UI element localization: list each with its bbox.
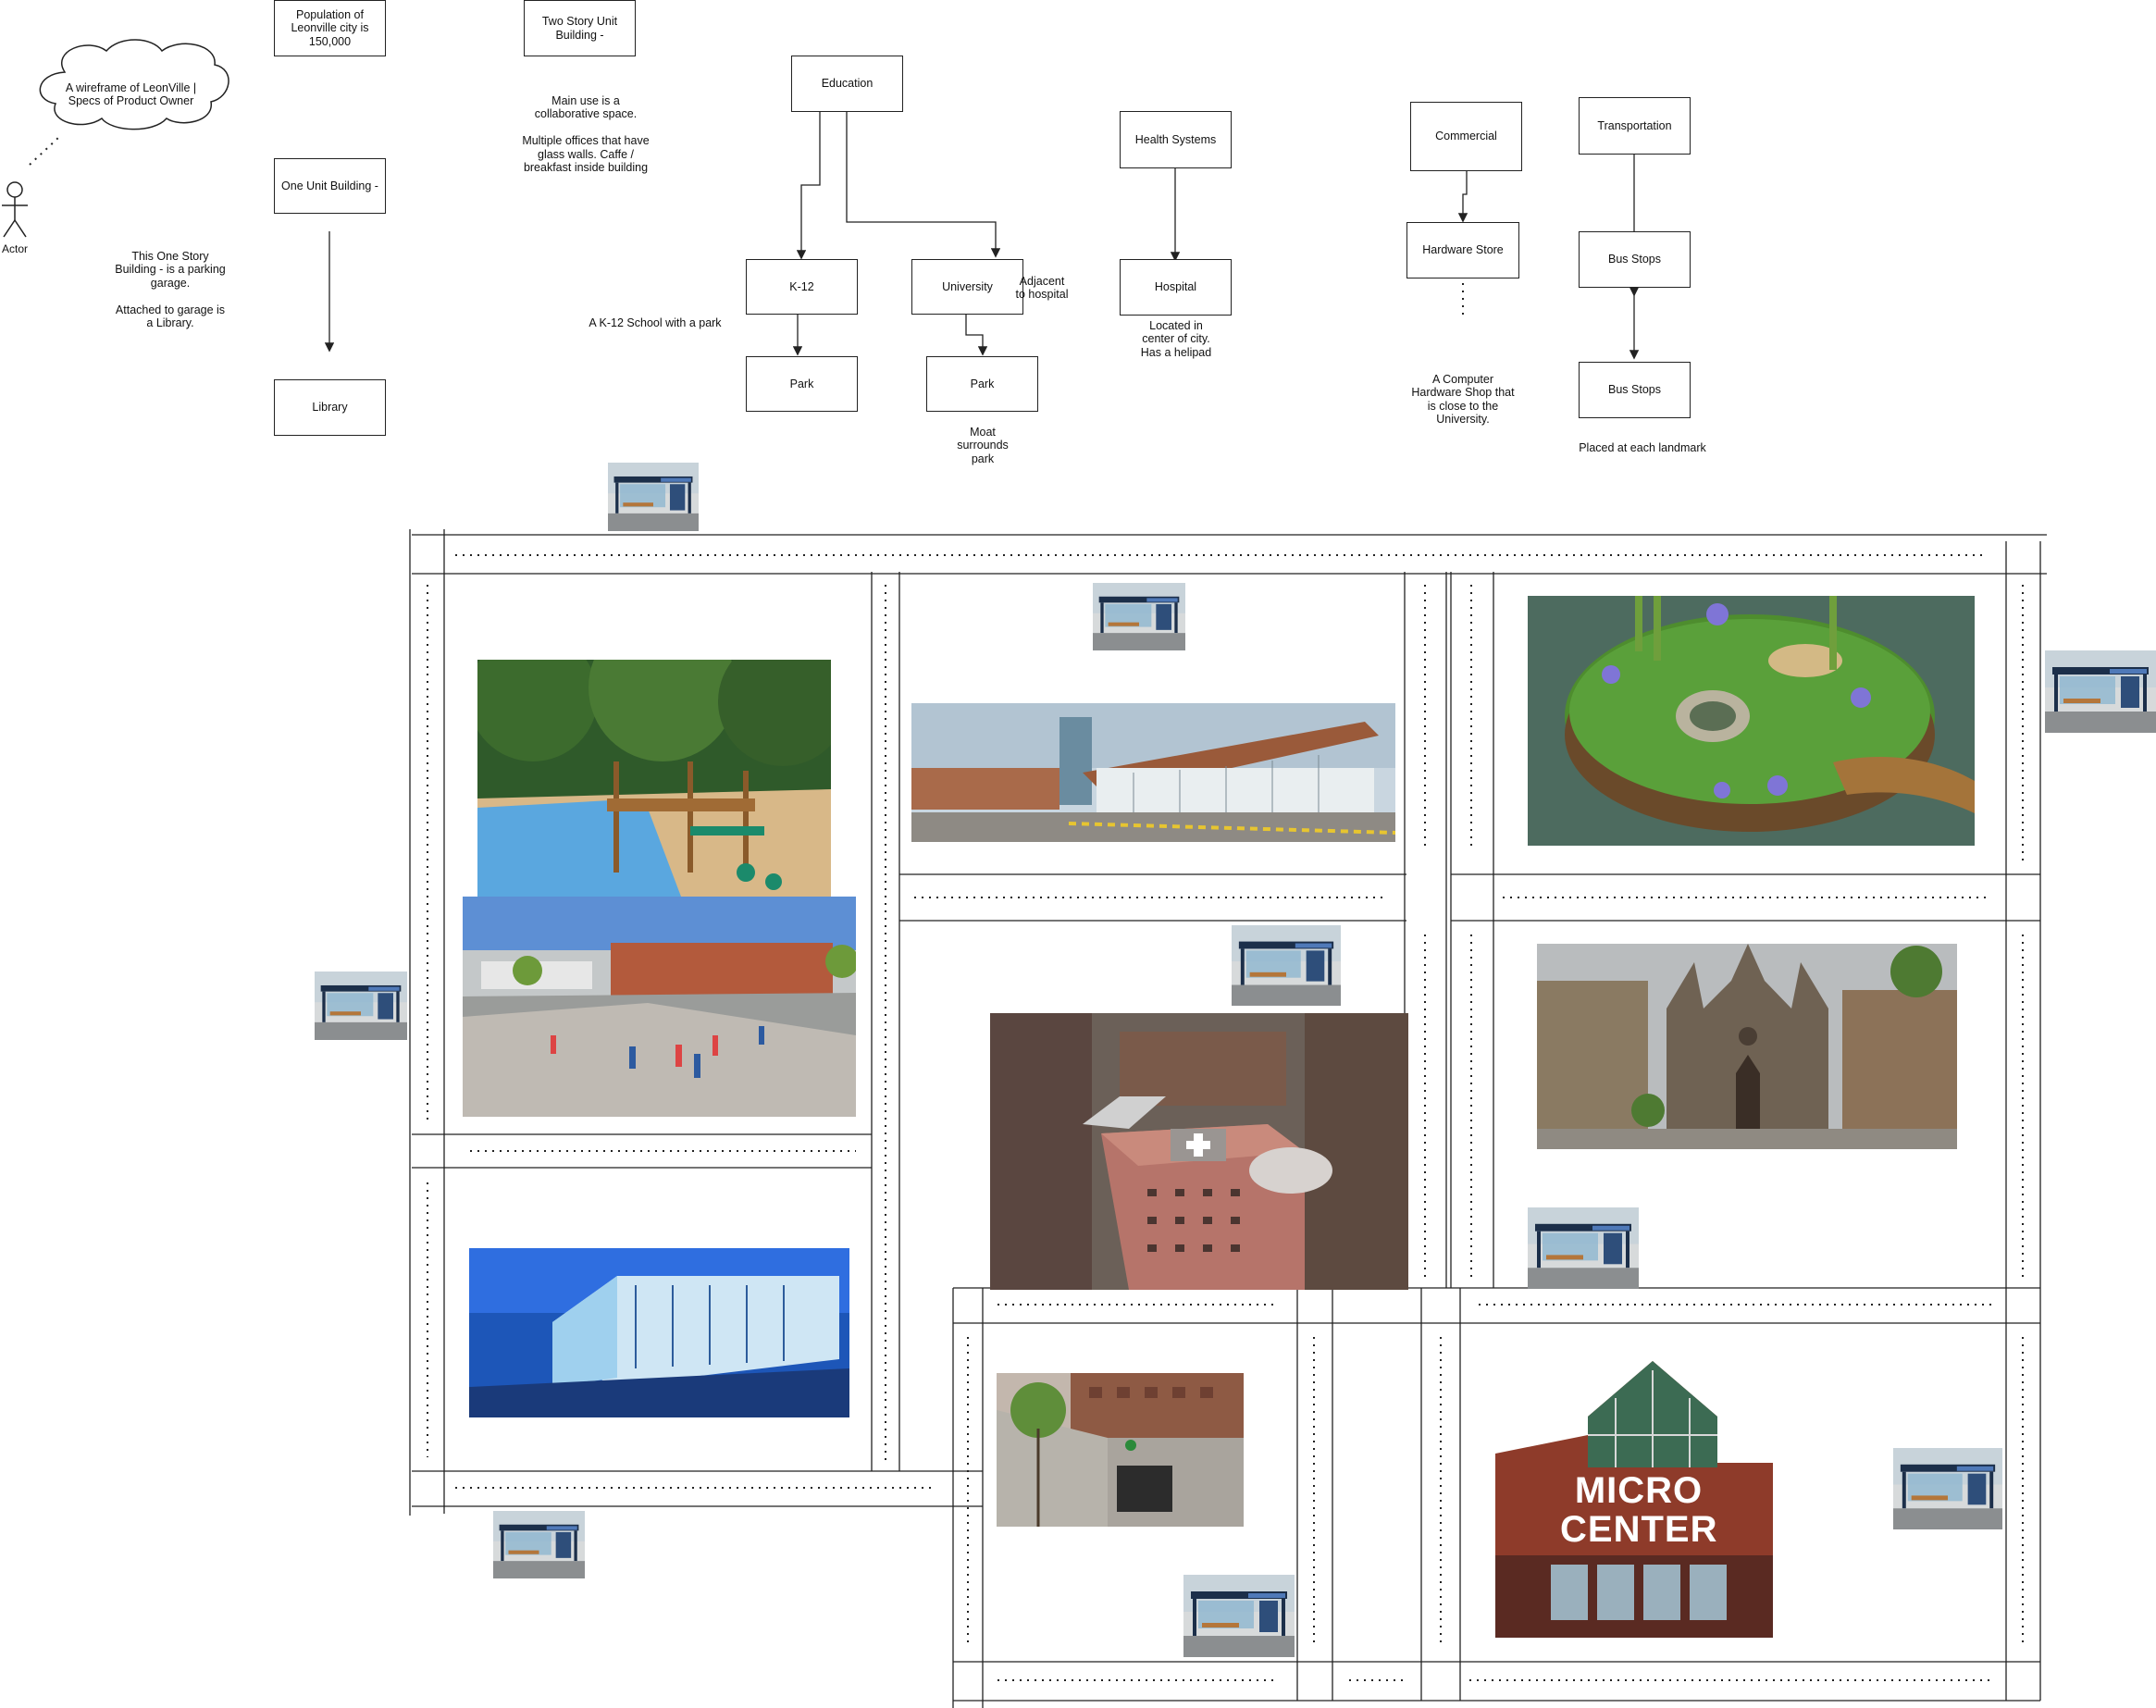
bus-stop-image — [493, 1511, 585, 1578]
commercial-box[interactable]: Commercial — [1410, 102, 1522, 171]
one-unit-description: This One Story Building - is a parking g… — [115, 250, 226, 329]
bus-stop-image — [1893, 1448, 2002, 1529]
k12-box[interactable]: K-12 — [746, 259, 858, 315]
one-unit-box[interactable]: One Unit Building - — [274, 158, 386, 214]
population-box[interactable]: Population of Leonville city is 150,000 — [274, 0, 386, 56]
actor-label: Actor — [1, 242, 28, 255]
hospital-note: Located in center of city. Has a helipad — [1140, 319, 1212, 359]
bus-stop-image — [315, 972, 407, 1040]
bus-stops-box-1[interactable]: Bus Stops — [1579, 231, 1691, 288]
university-box[interactable]: University — [911, 259, 1023, 315]
k12-park-box[interactable]: Park — [746, 356, 858, 412]
micro-center-photo: MICRO CENTER — [1495, 1361, 1773, 1638]
bus-stop-image — [1183, 1575, 1295, 1657]
parking-garage-photo — [997, 1373, 1244, 1527]
bus-stop-image — [2045, 650, 2156, 733]
hardware-note: A Computer Hardware Shop that is close t… — [1411, 373, 1515, 427]
adjacent-note: Adjacent to hospital — [1015, 275, 1069, 302]
university-park-box[interactable]: Park — [926, 356, 1038, 412]
city-roads — [409, 529, 2047, 1708]
education-box[interactable]: Education — [791, 56, 903, 112]
two-story-box[interactable]: Two Story Unit Building - — [524, 0, 636, 56]
hardware-store-box[interactable]: Hardware Store — [1406, 222, 1519, 278]
school-photo — [463, 897, 856, 1117]
actor-figure — [2, 181, 28, 238]
two-story-description: Main use is a collaborative space. Multi… — [522, 94, 650, 174]
library-photo — [469, 1248, 849, 1417]
micro-center-sign-line-2: CENTER — [1560, 1509, 1718, 1550]
bus-stops-box-2[interactable]: Bus Stops — [1579, 362, 1691, 418]
micro-center-sign-line-1: MICRO — [1574, 1470, 1704, 1511]
thought-text: A wireframe of LeonVille | Specs of Prod… — [65, 81, 197, 108]
moat-note: Moat surrounds park — [957, 426, 1009, 465]
road-center-dots — [427, 554, 2024, 1681]
bus-stop-image — [1528, 1207, 1639, 1289]
transportation-box[interactable]: Transportation — [1579, 97, 1691, 155]
park-island-photo — [1528, 596, 1975, 846]
health-systems-box[interactable]: Health Systems — [1120, 111, 1232, 168]
playground-photo — [477, 660, 831, 897]
bus-stop-image — [1093, 583, 1185, 650]
bus-stop-image — [1232, 925, 1341, 1006]
hospital-photo — [990, 1013, 1408, 1290]
library-box[interactable]: Library — [274, 379, 386, 436]
k12-note: A K-12 School with a park — [589, 316, 722, 329]
hospital-box[interactable]: Hospital — [1120, 259, 1232, 316]
thought-cloud — [39, 39, 229, 130]
bus-stop-image — [608, 463, 699, 531]
cathedral-photo — [1537, 944, 1957, 1149]
university-photo — [911, 703, 1395, 842]
bus-stops-note: Placed at each landmark — [1579, 441, 1706, 454]
